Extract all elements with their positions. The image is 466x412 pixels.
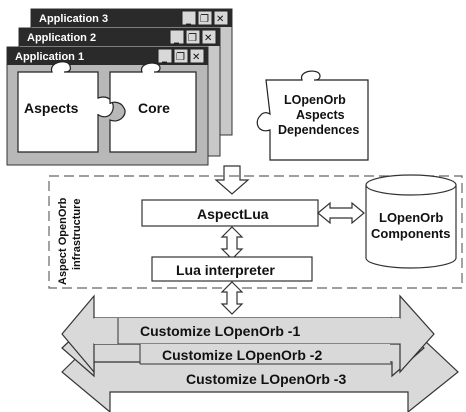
customize-label-2: Customize LOpenOrb -2: [162, 347, 322, 363]
minimize-button[interactable]: [157, 48, 173, 64]
aspectlua-label: AspectLua: [197, 206, 269, 222]
maximize-icon: ❐: [176, 52, 185, 63]
double-arrow-horizontal: [317, 201, 365, 225]
close-icon: ✕: [192, 52, 200, 63]
core-label: Core: [138, 100, 170, 116]
window-1-title: Application 1: [15, 51, 84, 63]
dependences-line-2: Aspects: [296, 108, 345, 122]
maximize-button[interactable]: [173, 48, 189, 64]
infrastructure-label-line-1: Aspect OpenOrb: [57, 197, 69, 285]
double-arrow-vertical-2: [220, 281, 244, 315]
maximize-icon: ❐: [188, 33, 197, 44]
window-1-buttons: _ ❐ ✕: [157, 48, 205, 64]
core-puzzle-piece: [109, 62, 197, 153]
customize-label-3: Customize LOpenOrb -3: [186, 371, 346, 387]
components-database: LOpenOrb Components: [365, 174, 457, 269]
double-arrow-vertical-1: [220, 226, 244, 260]
window-2-title: Application 2: [27, 32, 96, 44]
components-line-2: Components: [371, 226, 450, 241]
components-line-1: LOpenOrb: [379, 210, 443, 225]
infrastructure-region: [48, 175, 463, 289]
customize-arrows: Customize LOpenOrb -1 Customize LOpenOrb…: [61, 294, 459, 412]
minimize-icon: _: [174, 33, 179, 44]
close-button[interactable]: [189, 48, 205, 64]
close-icon: ✕: [204, 33, 212, 44]
maximize-icon: ❐: [200, 14, 209, 25]
minimize-button[interactable]: [181, 10, 197, 26]
infrastructure-label: Aspect OpenOrb infrastructure: [57, 197, 83, 285]
window-application-1: Application 1 _ ❐ ✕ Aspects Core: [6, 46, 209, 166]
lua-interpreter-label: Lua interpreter: [176, 262, 275, 278]
minimize-icon: _: [186, 14, 191, 25]
minimize-icon: _: [162, 52, 167, 63]
down-arrow-top: [214, 165, 250, 195]
maximize-button[interactable]: [197, 10, 213, 26]
aspects-puzzle-piece: [17, 61, 114, 153]
customize-label-1: Customize LOpenOrb -1: [140, 323, 300, 339]
aspects-label: Aspects: [24, 100, 79, 116]
close-button[interactable]: [213, 10, 229, 26]
window-2-buttons: _ ❐ ✕: [169, 29, 217, 45]
window-3-title: Application 3: [39, 13, 108, 25]
dependences-line-3: Dependences: [278, 123, 359, 137]
window-3-buttons: _ ❐ ✕: [181, 10, 229, 26]
aspectlua-box: [141, 199, 319, 227]
close-icon: ✕: [216, 14, 224, 25]
maximize-button[interactable]: [185, 29, 201, 45]
infrastructure-label-line-2: infrastructure: [71, 198, 83, 270]
close-button[interactable]: [201, 29, 217, 45]
aspects-dependences-piece: LOpenOrb Aspects Dependences: [256, 70, 369, 161]
minimize-button[interactable]: [169, 29, 185, 45]
lua-interpreter-box: [151, 256, 313, 282]
dependences-line-1: LOpenOrb: [284, 93, 346, 107]
